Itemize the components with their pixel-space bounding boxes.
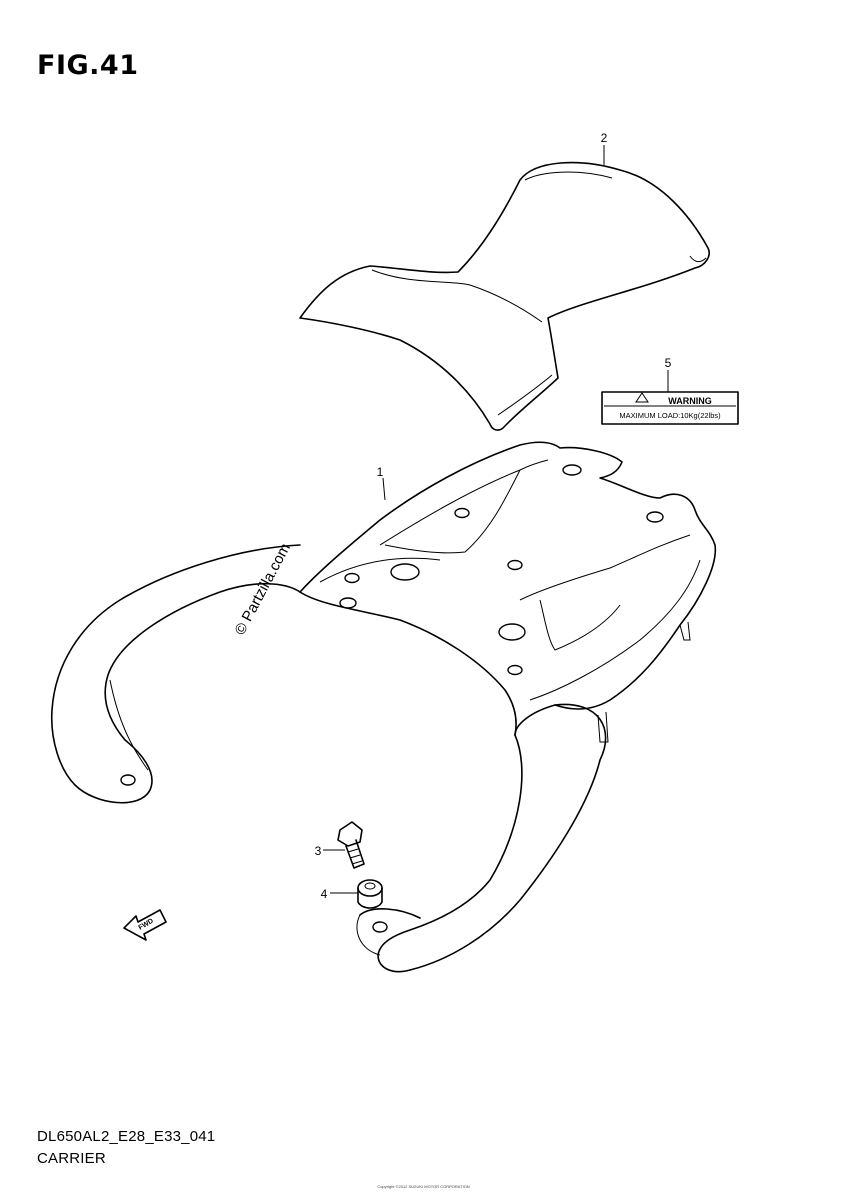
watermark: © Partzilla.com [232,541,294,638]
callout-3: 3 [315,844,322,858]
warning-label-part: WARNING MAXIMUM LOAD:10Kg(22lbs) [601,391,739,425]
figure-name: CARRIER [37,1150,106,1167]
figure-title: FIG.41 [37,50,139,81]
pad-part [299,161,710,431]
callout-2: 2 [601,131,608,145]
warning-triangle-icon [635,392,649,403]
callout-1-leader [382,477,386,501]
warning-heading: WARNING [668,396,712,406]
figure-code: DL650AL2_E28_E33_041 [37,1128,216,1145]
bolt-part [337,821,365,869]
copyright-fine-print: Copyright ©2012 SUZUKI MOTOR CORPORATION [377,1184,470,1189]
callout-5: 5 [665,356,672,370]
washer-part [357,879,383,909]
callout-1: 1 [377,465,384,479]
forward-arrow-icon: FWD [123,909,167,941]
warning-text: MAXIMUM LOAD:10Kg(22lbs) [619,411,721,420]
callout-4: 4 [321,887,328,901]
carrier-part [50,441,717,973]
